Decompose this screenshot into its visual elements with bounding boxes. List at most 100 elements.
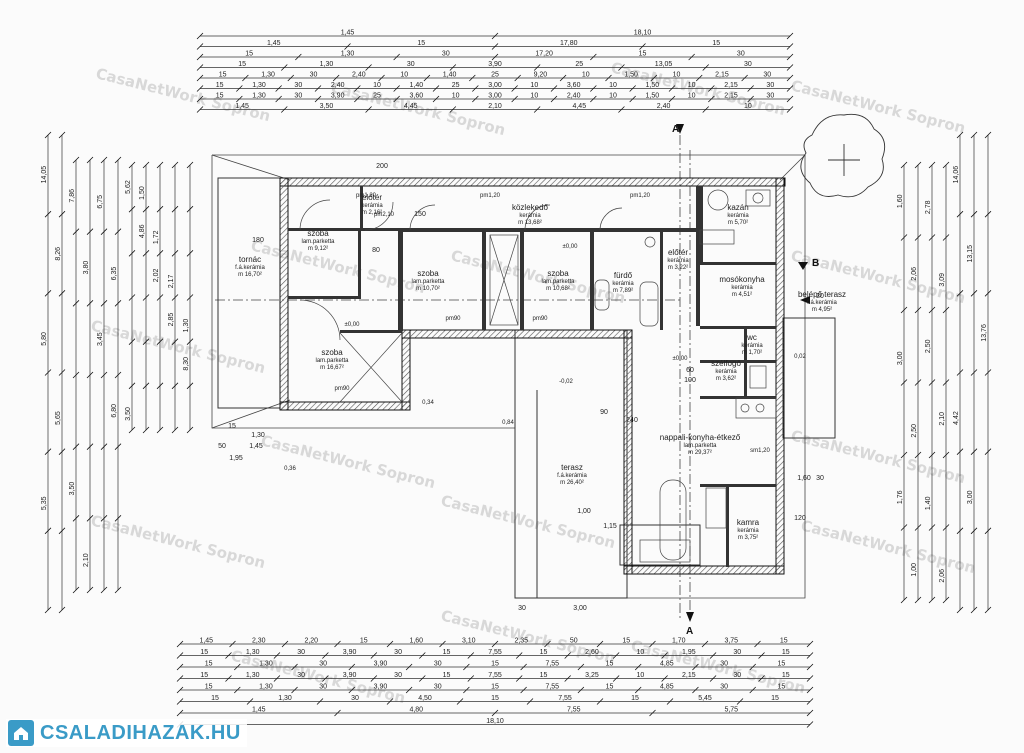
- dimension-value: 3,90: [488, 61, 502, 68]
- dimension-tick: [914, 451, 922, 459]
- dimension-tick: [634, 686, 642, 694]
- dimension-value: 15: [205, 684, 213, 691]
- dimension-tick: [354, 95, 361, 103]
- room-floor: lam.parketta: [315, 358, 349, 364]
- dimension-value: 5,45: [698, 695, 712, 702]
- dimension-value: 4,42: [953, 411, 960, 425]
- dimension-tick: [900, 234, 908, 241]
- dimension-tick: [246, 698, 254, 705]
- dimension-tick: [287, 74, 295, 82]
- dimension-value: 14,06: [953, 166, 960, 184]
- site-logo: CSALADIHAZAK.HU: [6, 719, 247, 747]
- dimension-value: 15: [491, 661, 499, 668]
- dimension-tick: [236, 95, 243, 103]
- dimension-value: 7,55: [488, 649, 502, 656]
- dimension-value: 3,50: [320, 103, 334, 110]
- dimension-tick: [393, 53, 400, 61]
- dimension-tick: [171, 205, 179, 213]
- dimension-value: 7,55: [545, 684, 559, 691]
- dimension-tick: [100, 443, 108, 450]
- dimension-tick: [639, 43, 646, 50]
- dimension-tick: [171, 426, 179, 434]
- dimension-tick: [900, 306, 908, 314]
- dimension-value: 1,40: [443, 72, 457, 79]
- dimension-tick: [467, 652, 475, 659]
- dimension-value: 120: [794, 515, 806, 522]
- dimension-tick: [419, 652, 426, 659]
- dimension-value: 30: [394, 672, 402, 679]
- dimension-value: 5,62: [125, 180, 132, 194]
- dimension-tick: [58, 210, 66, 218]
- dimension-tick: [914, 379, 922, 386]
- dimension-value: 1,50: [624, 72, 638, 79]
- dimension-value: 10: [582, 72, 590, 79]
- dimension-value: 18,10: [486, 718, 504, 725]
- dimension-value: 1,30: [341, 51, 355, 58]
- dimension-tick: [86, 371, 94, 379]
- dimension-tick: [520, 686, 527, 694]
- dimension-tick: [86, 515, 94, 522]
- dimension-tick: [942, 306, 950, 314]
- dimension-tick: [196, 32, 204, 40]
- watermark: CasaNetWork Sopron: [799, 516, 977, 577]
- section-label: A: [686, 626, 693, 637]
- dimension-value: 1,40: [925, 496, 932, 510]
- dimension-tick: [928, 524, 936, 531]
- dimension-tick: [114, 156, 122, 164]
- dimension-tick: [467, 675, 475, 682]
- room-name: tornác: [239, 255, 261, 264]
- dimension-value: 2,85: [168, 313, 175, 327]
- dimension-tick: [564, 652, 571, 659]
- dimension-tick: [688, 53, 695, 61]
- dimension-tick: [629, 95, 636, 103]
- dimension-tick: [596, 640, 604, 648]
- dimension-tick: [114, 443, 122, 450]
- dimension-value: 240: [626, 417, 638, 424]
- dimension-value: 30: [407, 61, 415, 68]
- dimension-tick: [550, 95, 558, 103]
- dimension-value: 30: [310, 72, 318, 79]
- dimension-tick: [491, 32, 499, 40]
- dimension-tick: [786, 43, 794, 50]
- tree-symbol: [800, 113, 886, 198]
- room-area: m 29,37²: [688, 450, 712, 456]
- dimension-tick: [449, 64, 457, 71]
- watermark: CasaNetWork Sopron: [259, 431, 437, 492]
- dimension-value: 1,45: [267, 40, 281, 47]
- room-name: szoba: [417, 269, 439, 278]
- dimension-value: 15: [205, 661, 213, 668]
- dimension-value: 15: [219, 72, 227, 79]
- dimension-value: 30: [733, 672, 741, 679]
- dimension-tick: [605, 74, 612, 82]
- dimension-value: 15: [622, 638, 630, 645]
- dimension-tick: [100, 515, 108, 522]
- room-area: m 10,68²: [546, 286, 570, 292]
- dimension-value: 15: [200, 672, 208, 679]
- dimension-value: 3,60: [410, 93, 424, 100]
- dimension-tick: [72, 443, 80, 450]
- dimension-value: 3,90: [374, 684, 388, 691]
- dimension-tick: [114, 300, 122, 307]
- dimension-value: 2,10: [488, 103, 502, 110]
- dimension-tick: [72, 371, 80, 379]
- dimension-tick: [128, 382, 136, 390]
- dimension-value: 2,15: [724, 93, 738, 100]
- dimension-value: 60: [686, 367, 694, 374]
- dimension-value: 30: [319, 684, 327, 691]
- room-floor: f.á.kerámia: [235, 265, 265, 271]
- section-label: A: [672, 124, 679, 135]
- dimension-value: 15: [360, 638, 368, 645]
- dimension-value: 2,06: [939, 569, 946, 583]
- dimension-value: 30: [294, 93, 302, 100]
- dimension-tick: [196, 74, 204, 82]
- room-name: terasz: [561, 463, 583, 472]
- dimension-tick: [44, 290, 52, 297]
- dimension-tick: [786, 64, 794, 71]
- dimension-tick: [942, 524, 950, 531]
- dimension-value: 200: [376, 163, 388, 170]
- dimension-value: 7,55: [488, 672, 502, 679]
- annotation: 0,84: [502, 420, 514, 426]
- room-area: m 26,40²: [560, 480, 584, 486]
